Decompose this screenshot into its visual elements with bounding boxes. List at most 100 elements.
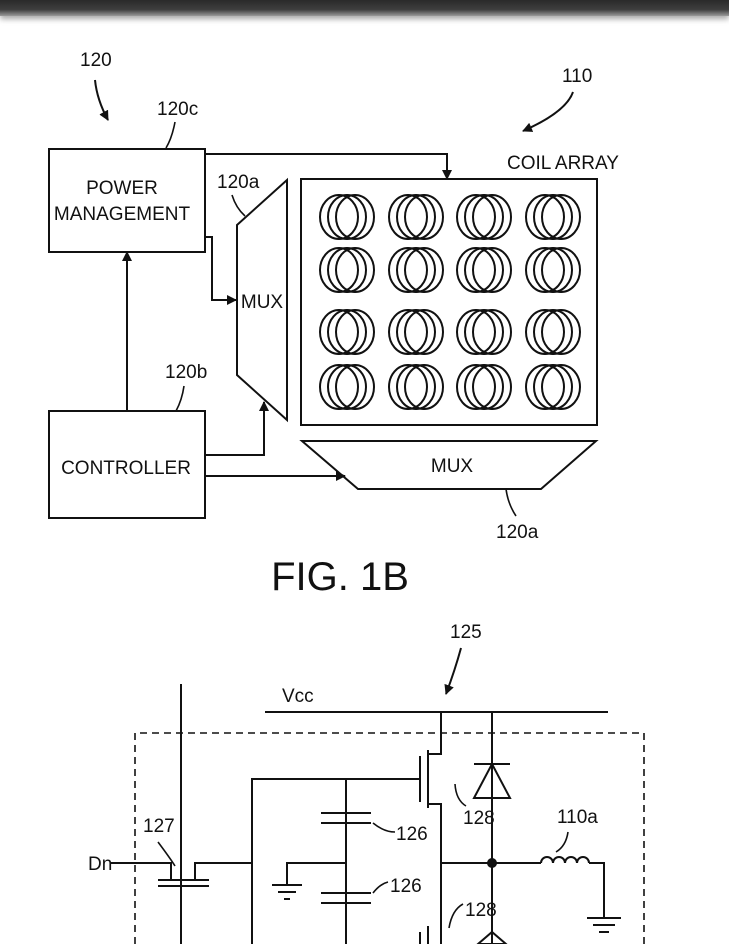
ref-125-label: 125 (450, 622, 482, 643)
power-to-mux-arrow (205, 236, 237, 305)
ref-110-arrow (522, 91, 574, 132)
coil-loop (404, 309, 444, 355)
coil-loop (319, 364, 359, 410)
coil-loop (533, 194, 573, 240)
coil-loop (464, 364, 504, 410)
ref-126-top-leader (372, 822, 396, 833)
controller-block (48, 410, 206, 519)
ref-110a-label: 110a (557, 807, 598, 828)
coil-loop (464, 247, 504, 293)
coil-loop (396, 309, 436, 355)
coil-loop (541, 309, 581, 355)
coil-element-7 (525, 247, 581, 293)
coil-loop (533, 247, 573, 293)
figure-caption: FIG. 1B (271, 555, 409, 599)
coil-element-4 (319, 247, 375, 293)
ref-120a-vertical-label: 120a (217, 172, 260, 193)
coil-loop (472, 364, 512, 410)
coil-loop (456, 309, 496, 355)
coil-array-label: COIL ARRAY (507, 153, 619, 174)
ref-120-arrow (94, 79, 109, 121)
coil-loop (472, 309, 512, 355)
coil-loop (335, 309, 375, 355)
dn-label: Dn (88, 854, 112, 875)
coil-element-1 (388, 194, 444, 240)
coil-loop (456, 247, 496, 293)
ref-126-bottom-label: 126 (390, 876, 422, 897)
ref-126-bottom-leader (372, 881, 389, 894)
power-management-label-line1: POWER (86, 178, 158, 199)
ref-110-label: 110 (562, 66, 592, 87)
coil-loop (404, 194, 444, 240)
ref-120-label: 120 (80, 50, 112, 71)
coil-loop (525, 247, 565, 293)
coil-element-0 (319, 194, 375, 240)
diode-bottom-triangle (476, 930, 508, 944)
window-top-bar (0, 0, 729, 16)
ref-128-bottom-leader (448, 903, 464, 929)
dn-input-line (111, 862, 172, 880)
coil-to-ground-wire (589, 862, 605, 918)
coil-loop (404, 364, 444, 410)
coil-loop (335, 364, 375, 410)
coil-loop (335, 194, 375, 240)
coil-loop (319, 194, 359, 240)
coil-loop (396, 247, 436, 293)
coil-loop (388, 194, 428, 240)
fig-1b: 120 120c POWER MANAGEMENT 120a MUX 120b … (48, 50, 619, 599)
coil-loop (525, 194, 565, 240)
controller-label: CONTROLLER (61, 458, 191, 479)
ref-110a-leader (555, 831, 569, 853)
coil-loop (472, 194, 512, 240)
vertical-mux-label: MUX (241, 292, 284, 313)
coil-element-2 (456, 194, 512, 240)
ref-120b-label: 120b (165, 362, 207, 383)
ref-128-top-label: 128 (463, 808, 495, 829)
coil-loop (541, 194, 581, 240)
controller-to-vertical-mux-arrow (205, 401, 269, 456)
coil-loop (388, 309, 428, 355)
diode-top-triangle (472, 761, 512, 799)
coil-loop (319, 247, 359, 293)
mid-ground-wire (286, 862, 346, 885)
coil-loop (388, 364, 428, 410)
ref-120a-vertical-leader (231, 194, 246, 217)
coil-loop (396, 194, 436, 240)
switch-to-node-line (194, 862, 252, 880)
coil-element-9 (388, 309, 444, 355)
coil-element-8 (319, 309, 375, 355)
coil-loop (541, 247, 581, 293)
ref-120c-label: 120c (157, 99, 198, 120)
power-management-label-line2: MANAGEMENT (54, 204, 191, 225)
node-wire-left (251, 778, 420, 944)
ref-127-label: 127 (143, 816, 175, 837)
coil-element-15 (525, 364, 581, 410)
coil-loop (525, 364, 565, 410)
power-to-coil-array-arrow (205, 153, 452, 180)
coil-loop (327, 309, 367, 355)
coil-element-12 (319, 364, 375, 410)
coil-element-5 (388, 247, 444, 293)
coil-loop (335, 247, 375, 293)
ref-120c-leader (165, 121, 176, 149)
coil-loop (464, 309, 504, 355)
coil-loop (525, 309, 565, 355)
coil-element-11 (525, 309, 581, 355)
coil-loop (319, 309, 359, 355)
coil-element-3 (525, 194, 581, 240)
vcc-label: Vcc (282, 686, 314, 707)
coil-loop (456, 364, 496, 410)
pixel-cell-circuit: 125 Vcc Dn 127 126 126 (88, 622, 645, 944)
ref-126-top-label: 126 (396, 824, 428, 845)
ref-125-arrow (444, 647, 462, 695)
coil-loop (396, 364, 436, 410)
ref-127-leader (157, 841, 176, 867)
coil-loop (456, 194, 496, 240)
coil-loop (327, 364, 367, 410)
coil-loop (464, 194, 504, 240)
horizontal-mux-label: MUX (431, 456, 474, 477)
ref-128-top-leader (454, 783, 467, 807)
coil-element-13 (388, 364, 444, 410)
coil-loop (533, 364, 573, 410)
coil-loop (327, 247, 367, 293)
